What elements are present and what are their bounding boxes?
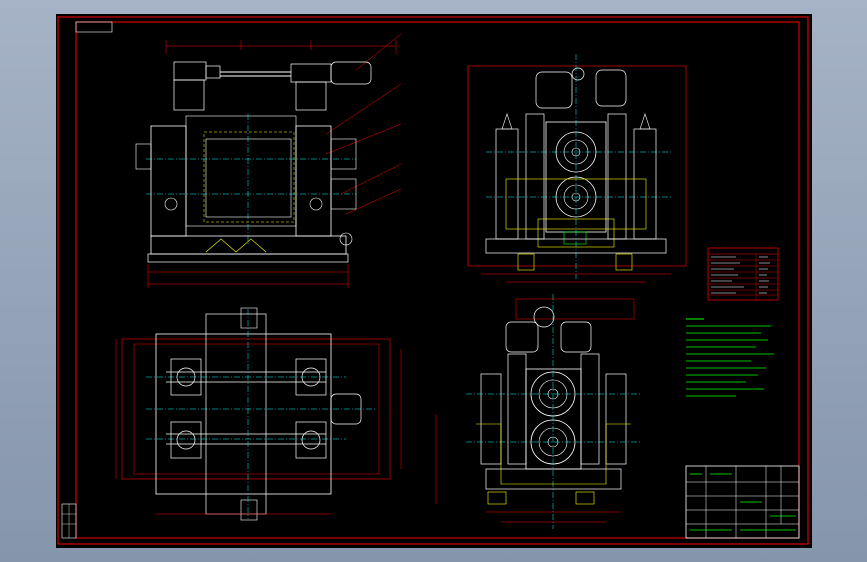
top-left-front-view [135,33,402,288]
bottom-right-side-view [435,294,641,529]
title-block [685,465,800,539]
drawing-viewport[interactable] [56,14,812,548]
spec-table [707,247,779,301]
corner-tag-box [75,21,113,33]
bottom-left-plan-view [115,307,402,521]
outer-frame [57,16,809,545]
inner-frame [75,21,800,539]
technical-notes [686,318,774,397]
cad-drawing [57,16,809,545]
top-right-side-view [467,54,687,283]
revision-box [61,503,77,539]
